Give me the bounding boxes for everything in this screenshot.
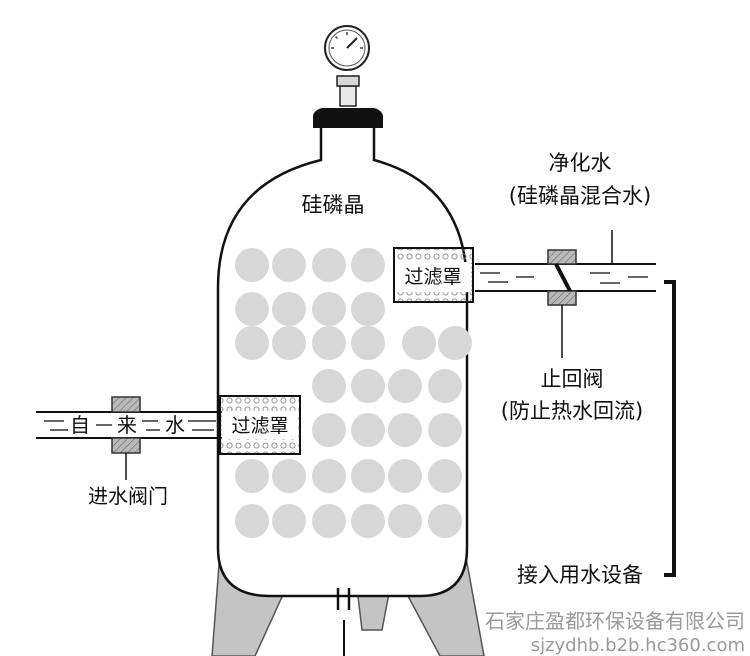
crystal-ball xyxy=(272,292,306,326)
crystal-ball xyxy=(312,459,346,493)
check-valve-sub-label: (防止热水回流) xyxy=(501,399,643,423)
crystal-ball xyxy=(351,248,385,282)
filter-top-label: 过滤罩 xyxy=(404,266,461,288)
crystal-ball xyxy=(272,504,306,538)
crystal-ball xyxy=(272,459,306,493)
purified-water-sub-label: (硅磷晶混合水) xyxy=(509,184,651,208)
crystal-ball xyxy=(235,292,269,326)
crystal-ball xyxy=(235,248,269,282)
crystal-ball xyxy=(235,326,269,360)
gauge-neck xyxy=(336,75,360,87)
crystal-ball xyxy=(402,326,436,360)
crystal-ball xyxy=(351,459,385,493)
crystal-ball xyxy=(312,326,346,360)
purified-water-label: 净化水 xyxy=(549,151,612,175)
crystal-ball xyxy=(235,459,269,493)
inlet-label-char-3: 水 xyxy=(165,413,185,437)
crystal-ball xyxy=(272,248,306,282)
crystal-ball xyxy=(388,459,422,493)
crystal-ball xyxy=(388,504,422,538)
equipment-bracket xyxy=(664,280,676,577)
crystal-ball xyxy=(272,326,306,360)
inlet-label-char-1: 自 xyxy=(70,413,90,437)
inlet-valve-icon xyxy=(111,396,141,454)
crystal-ball xyxy=(235,504,269,538)
crystal-ball xyxy=(312,292,346,326)
crystal-ball xyxy=(312,504,346,538)
crystal-ball xyxy=(351,326,385,360)
crystal-ball xyxy=(351,413,385,447)
inlet-valve-label: 进水阀门 xyxy=(88,484,168,508)
crystal-ball-cluster xyxy=(235,248,472,538)
crystal-ball xyxy=(351,504,385,538)
gauge-stem xyxy=(339,85,357,107)
crystal-ball xyxy=(351,292,385,326)
crystal-ball xyxy=(428,504,462,538)
crystal-ball xyxy=(312,248,346,282)
filter-left-label: 过滤罩 xyxy=(231,415,288,437)
crystal-ball xyxy=(312,369,346,403)
crystal-ball xyxy=(388,369,422,403)
outlet-flow-lines xyxy=(480,272,648,284)
check-valve-label: 止回阀 xyxy=(541,367,604,391)
inlet-flow-lines xyxy=(44,420,216,431)
crystal-ball xyxy=(351,369,385,403)
crystal-ball xyxy=(388,413,422,447)
crystal-ball xyxy=(438,326,472,360)
pressure-gauge-icon xyxy=(324,25,370,71)
tank-cap xyxy=(313,108,383,128)
crystal-ball xyxy=(428,413,462,447)
crystal-ball xyxy=(428,459,462,493)
inlet-label-char-2: 来 xyxy=(117,413,137,437)
watermark-company: 石家庄盈都环保设备有限公司 xyxy=(485,609,745,633)
check-valve-icon xyxy=(547,249,577,306)
equipment-label: 接入用水设备 xyxy=(517,563,643,587)
watermark-site: sjzydhb.b2b.hc360.com xyxy=(531,635,745,656)
crystal-ball xyxy=(428,369,462,403)
crystal-label: 硅磷晶 xyxy=(302,193,365,217)
crystal-ball xyxy=(312,413,346,447)
